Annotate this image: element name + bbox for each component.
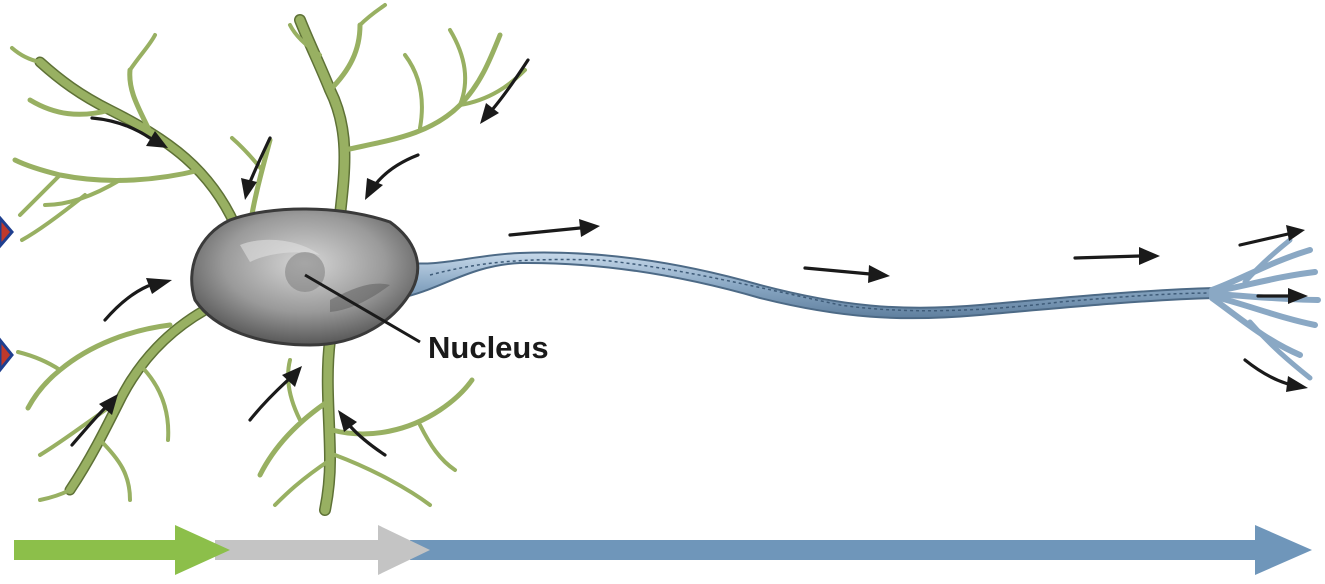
- flow-arrow: [105, 278, 172, 320]
- nucleus: [285, 252, 325, 292]
- flow-arrow: [1245, 360, 1308, 392]
- dendrite-lower-center: [260, 340, 472, 510]
- region-arrow-bar: [14, 525, 1312, 575]
- flow-arrow: [510, 219, 600, 237]
- region-arrow-gray: [215, 525, 430, 575]
- region-arrow-green: [14, 525, 230, 575]
- edge-marker-upper: [0, 218, 12, 246]
- flow-arrow: [365, 155, 418, 200]
- flow-arrow: [1075, 247, 1160, 265]
- nucleus-label: Nucleus: [428, 330, 549, 365]
- cell-body: [192, 209, 418, 345]
- region-arrow-blue: [410, 525, 1312, 575]
- axon-shaft: [400, 253, 1215, 319]
- dendrite-upper-left: [12, 35, 235, 240]
- flow-arrow: [805, 265, 890, 283]
- flow-arrow: [1240, 225, 1305, 245]
- edge-marker-lower: [0, 340, 12, 370]
- axon-terminals: [1212, 240, 1318, 378]
- edge-markers: [0, 218, 12, 370]
